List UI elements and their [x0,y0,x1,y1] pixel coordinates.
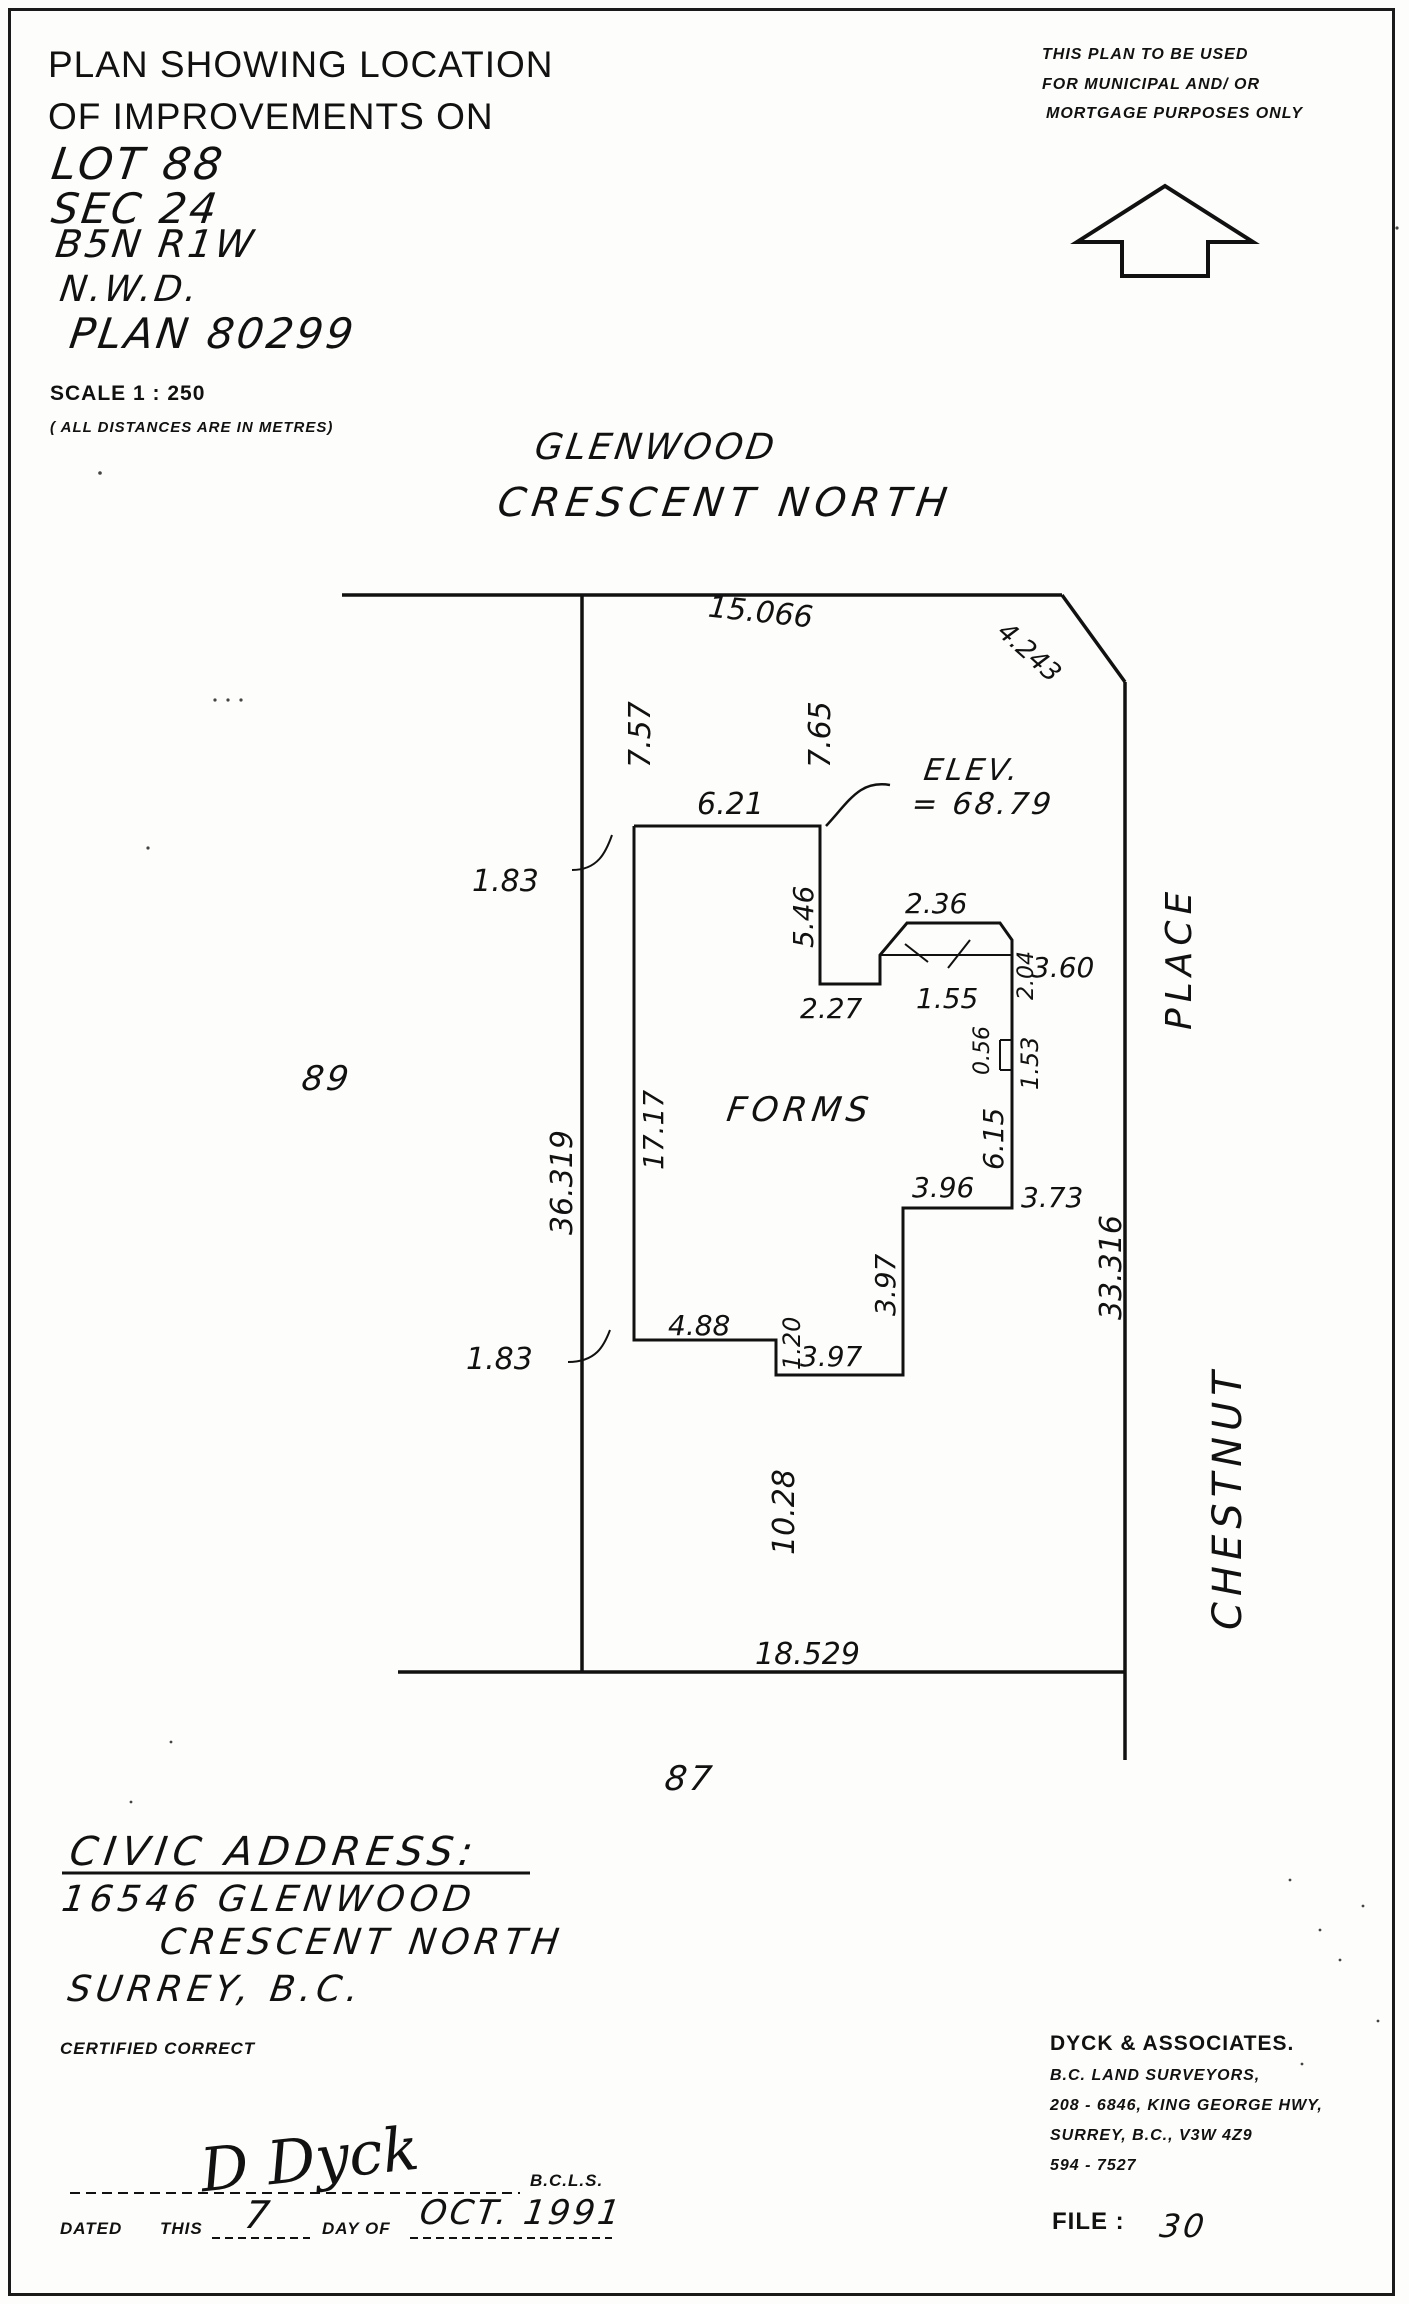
title-line-1: PLAN SHOWING LOCATION [48,44,554,85]
dim-bldg-south-step: 3.97 [869,1253,902,1316]
dim-setback-south: 10.28 [767,1469,802,1555]
day-value: 7 [241,2193,276,2237]
dim-bldg-step-depth: 5.46 [787,885,820,948]
dim-bldg-east-step: 3.96 [912,1171,975,1204]
civic-line-3: SURREY, B.C. [65,1969,366,2010]
dim-bldg-bay-setback: 3.60 [1032,951,1095,984]
elevation-label: ELEV. [921,753,1023,788]
notice-line-2: FOR MUNICIPAL AND/ OR [1042,76,1261,93]
file-label: FILE : [1052,2208,1125,2235]
scan-noise [98,226,1399,2066]
bay-detail [880,939,1012,1071]
firm-address-1: 208 - 6846, KING GEORGE HWY, [1050,2097,1323,2114]
certified-label: CERTIFIED CORRECT [60,2039,256,2058]
dim-bldg-east-wall: 6.15 [977,1107,1010,1170]
firm-title: B.C. LAND SURVEYORS, [1050,2067,1261,2084]
firm-phone: 594 - 7527 [1050,2157,1137,2174]
dim-bldg-south-step-width: 3.97 [800,1340,863,1373]
lot-west-number: 89 [299,1059,355,1099]
building-label: FORMS [724,1090,876,1130]
dim-west-boundary: 36.319 [545,1130,580,1235]
dim-bldg-south-wall: 4.88 [668,1309,731,1342]
dim-bldg-east-setback: 3.73 [1021,1181,1084,1214]
dim-setback-nw: 7.57 [623,701,658,768]
dim-setback-west-top: 1.83 [472,864,539,899]
dim-bldg-small-b: 1.53 [1016,1036,1044,1090]
lot-boundary [342,593,1127,1760]
designation-label: B.C.L.S. [530,2171,604,2190]
dim-bldg-west-wall: 17.17 [637,1089,670,1170]
civic-line-2: CRESCENT NORTH [157,1922,567,1963]
setback-leader-top [571,834,613,871]
day-of-label: DAY OF [322,2219,391,2238]
dim-bldg-north: 6.21 [697,787,764,822]
notice-line-3: MORTGAGE PURPOSES ONLY [1046,105,1303,122]
setback-leader-bottom [567,1329,611,1363]
dim-east-boundary: 33.316 [1094,1215,1129,1320]
units-note: ( ALL DISTANCES ARE IN METRES) [50,419,334,436]
dated-label: DATED [60,2219,123,2238]
dim-south-boundary: 18.529 [755,1637,860,1672]
dim-bldg-bay-width: 2.36 [905,887,968,920]
dim-bldg-small-a: 0.56 [970,1026,995,1075]
north-arrow-icon [1070,183,1260,278]
lot-south-number: 87 [662,1759,718,1799]
elev-leader [825,782,891,827]
sheet-border [8,8,1395,2296]
firm-address-2: SURREY, B.C., V3W 4Z9 [1050,2127,1253,2144]
civic-heading: CIVIC ADDRESS: [66,1829,482,1875]
elevation-value: = 68.79 [909,787,1057,822]
file-value: 30 [1157,2207,1210,2245]
title-line-2: OF IMPROVEMENTS ON [48,96,494,137]
notice-line-1: THIS PLAN TO BE USED [1042,46,1249,63]
dim-setback-n-mid: 7.65 [803,701,838,768]
street-north-line-2: CRESCENT NORTH [494,480,956,526]
civic-line-1: 16546 GLENWOOD [59,1879,479,1920]
street-north-line-1: GLENWOOD [532,427,780,468]
date-value: OCT. 1991 [417,2193,626,2233]
street-east-lower: CHESTNUT [1205,1365,1251,1630]
scale-label: SCALE 1 : 250 [50,382,206,405]
dim-bldg-bay-depth: 1.55 [916,982,979,1015]
dim-bldg-step-width: 2.27 [800,992,863,1025]
firm-name: DYCK & ASSOCIATES. [1050,2032,1295,2055]
street-east-upper: PLACE [1159,885,1200,1030]
this-label: THIS [160,2219,203,2238]
building-outline [632,824,1014,1377]
dim-setback-west-bottom: 1.83 [466,1342,533,1377]
